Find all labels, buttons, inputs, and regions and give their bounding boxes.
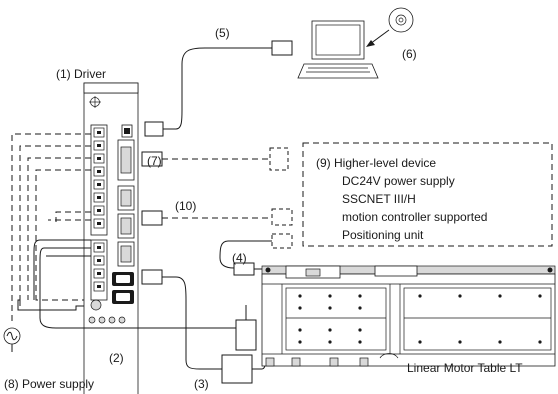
cd-arrow [369,29,390,45]
higher-level-line-2: DC24V power supply [342,174,455,188]
usb-cable-label: (5) [215,26,230,40]
laptop-pc-icon [297,20,379,79]
encoder-cable-label: (4) [232,251,247,265]
motor-cable-label: (3) [194,377,209,391]
io-cable [141,208,293,226]
driver-label: (1) Driver [56,67,106,81]
higher-level-line-3: SSCNET III/H [342,192,416,206]
encoder-cable [219,233,293,276]
ac-source-icon [3,327,21,345]
terminal-block-lower [93,242,105,292]
higher-level-line-4: motion controller supported [342,210,487,224]
driver-logo-icon [89,96,101,108]
terminal-block-upper [93,127,105,229]
software-label: (6) [402,47,417,61]
higher-level-line-5: Positioning unit [342,228,424,242]
higher-level-device-box [302,142,553,247]
usb-cable [144,40,293,137]
motor-cable [141,269,267,384]
io-cable-label: (10) [175,199,196,213]
power-supply-wiring [3,133,257,352]
regeneration-box [235,319,257,351]
higher-level-line-1: (9) Higher-level device [316,156,436,170]
ground-screw-icon [90,299,102,311]
linear-motor-table-label: Linear Motor Table LT [407,361,523,375]
power-supply-label: (8) Power supply [4,377,94,391]
sscnet-cable [141,147,289,171]
power-cable-label: (2) [109,351,124,365]
linear-motor-table [261,265,556,367]
sscnet-cable-label: (7) [147,154,162,168]
servo-driver [83,82,139,394]
software-cd-icon [388,7,414,33]
